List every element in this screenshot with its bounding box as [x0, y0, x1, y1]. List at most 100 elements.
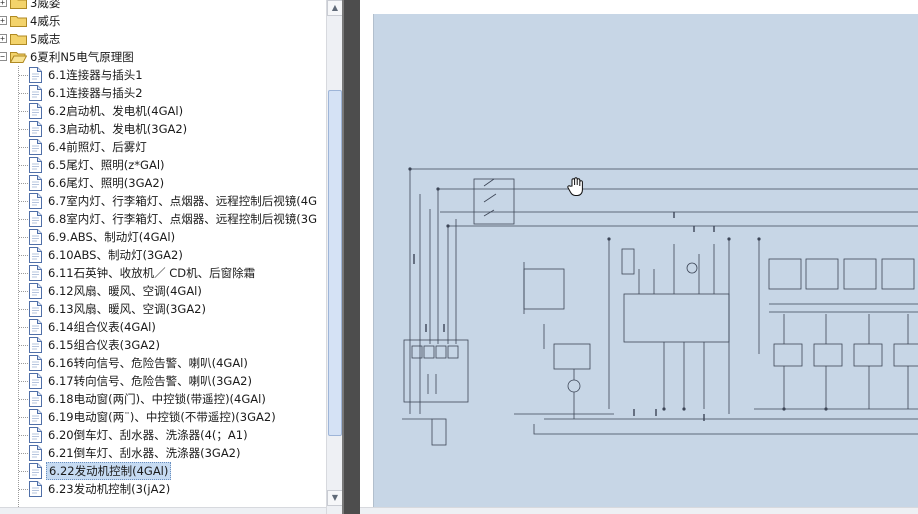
page-icon	[29, 139, 42, 155]
tree-item[interactable]: 6.23发动机控制(3(jA2)	[0, 480, 326, 498]
document-view[interactable]	[360, 0, 918, 514]
tree-item[interactable]: 6.6尾灯、照明(3GA2)	[0, 174, 326, 192]
scroll-up-button[interactable]: ▲	[327, 0, 343, 16]
page-icon	[29, 85, 42, 101]
tree-item[interactable]: 6.12风扇、暖风、空调(4GAl)	[0, 282, 326, 300]
tree-item[interactable]: 6.13风扇、暖风、空调(3GA2)	[0, 300, 326, 318]
tree-item[interactable]: 6.8室内灯、行李箱灯、点烟器、远程控制后视镜(3G	[0, 210, 326, 228]
tree-item[interactable]: 6.21倒车灯、刮水器、洗涤器(3GA2)	[0, 444, 326, 462]
tree-item-label[interactable]: 6.3启动机、发电机(3GA2)	[48, 122, 188, 136]
document-horizontal-scrollbar[interactable]	[360, 507, 918, 514]
scroll-down-button[interactable]: ▼	[327, 490, 343, 506]
schematic-page	[374, 14, 918, 514]
tree-item-label[interactable]: 6.20倒车灯、刮水器、洗涤器(4(；A1)	[48, 428, 248, 442]
tree-item[interactable]: 6.7室内灯、行李箱灯、点烟器、远程控制后视镜(4G	[0, 192, 326, 210]
tree-connector	[19, 93, 28, 94]
tree-item[interactable]: 6.5尾灯、照明(z*GAl)	[0, 156, 326, 174]
tree-item[interactable]: 6.17转向信号、危险告警、喇叭(3GA2)	[0, 372, 326, 390]
tree-connector	[19, 219, 28, 220]
tree-folder-label[interactable]: 3威姿	[30, 0, 61, 10]
tree-connector	[19, 381, 28, 382]
tree-connector	[19, 165, 28, 166]
tree-item[interactable]: 6.1连接器与插头1	[0, 66, 326, 84]
folder-icon	[10, 16, 27, 27]
tree-item-label[interactable]: 6.7室内灯、行李箱灯、点烟器、远程控制后视镜(4G	[48, 194, 318, 208]
tree-item[interactable]: 6.16转向信号、危险告警、喇叭(4GAl)	[0, 354, 326, 372]
tree-item-label[interactable]: 6.9.ABS、制动灯(4GAl)	[48, 230, 176, 244]
pane-splitter[interactable]	[342, 0, 360, 514]
tree-item[interactable]: 6.19电动窗(两¨)、中控锁(不带遥控)(3GA2)	[0, 408, 326, 426]
tree-folder-4[interactable]: + 4威乐	[0, 12, 326, 30]
tree-folder-label[interactable]: 5威志	[30, 32, 61, 46]
tree-item-label[interactable]: 6.11石英钟、收放机／ CD机、后窗除霜	[48, 266, 256, 280]
tree-connector	[19, 453, 28, 454]
tree-item-label[interactable]: 6.12风扇、暖风、空调(4GAl)	[48, 284, 202, 298]
tree-item-label[interactable]: 6.18电动窗(两门)、中控锁(带遥控)(4GAl)	[48, 392, 266, 406]
expand-icon[interactable]: +	[0, 0, 7, 7]
tree-folder-6[interactable]: − 6夏利N5电气原理图	[0, 48, 326, 66]
tree-connector	[19, 327, 28, 328]
page-icon	[29, 103, 42, 119]
tree-item[interactable]: 6.9.ABS、制动灯(4GAl)	[0, 228, 326, 246]
tree-folder-label[interactable]: 4威乐	[30, 14, 61, 28]
tree-item-label[interactable]: 6.4前照灯、后雾灯	[48, 140, 147, 154]
tree-connector	[19, 309, 28, 310]
tree-item[interactable]: 6.11石英钟、收放机／ CD机、后窗除霜	[0, 264, 326, 282]
tree-folder-5[interactable]: + 5威志	[0, 30, 326, 48]
tree-folder-3[interactable]: + 3威姿	[0, 0, 326, 12]
page-icon	[29, 67, 42, 83]
page-icon	[29, 427, 42, 443]
page-icon	[29, 301, 42, 317]
tree-item[interactable]: 6.18电动窗(两门)、中控锁(带遥控)(4GAl)	[0, 390, 326, 408]
folder-icon	[10, 34, 27, 45]
page-icon	[29, 391, 42, 407]
open-folder-icon	[10, 52, 27, 63]
tree-item[interactable]: 6.4前照灯、后雾灯	[0, 138, 326, 156]
tree-item[interactable]: 6.1连接器与插头2	[0, 84, 326, 102]
tree-item[interactable]: 6.10ABS、制动灯(3GA2)	[0, 246, 326, 264]
tree-item-label[interactable]: 6.14组合仪表(4GAl)	[48, 320, 156, 334]
tree-item-label[interactable]: 6.16转向信号、危险告警、喇叭(4GAl)	[48, 356, 248, 370]
tree-item[interactable]: 6.20倒车灯、刮水器、洗涤器(4(；A1)	[0, 426, 326, 444]
tree-item-label[interactable]: 6.21倒车灯、刮水器、洗涤器(3GA2)	[48, 446, 241, 460]
tree-connector	[19, 291, 28, 292]
bookmark-tree: + 3威姿 + 4威乐 + 5威志 − 6夏利N5电气原理图 6.1连接器与插头…	[0, 0, 326, 498]
tree-item-label[interactable]: 6.23发动机控制(3(jA2)	[48, 482, 171, 496]
expand-icon[interactable]: +	[0, 34, 7, 43]
tree-item-label[interactable]: 6.2启动机、发电机(4GAl)	[48, 104, 184, 118]
tree-item-label-selected[interactable]: 6.22发动机控制(4GAl)	[46, 462, 172, 480]
page-icon	[29, 229, 42, 245]
tree-item-label[interactable]: 6.19电动窗(两¨)、中控锁(不带遥控)(3GA2)	[48, 410, 276, 424]
page-icon	[29, 337, 42, 353]
page-icon	[29, 157, 42, 173]
collapse-icon[interactable]: −	[0, 52, 7, 61]
tree-item[interactable]: 6.15组合仪表(3GA2)	[0, 336, 326, 354]
tree-item-label[interactable]: 6.1连接器与插头1	[48, 68, 143, 82]
page-icon	[29, 463, 42, 479]
tree-item-label[interactable]: 6.1连接器与插头2	[48, 86, 143, 100]
expand-icon[interactable]: +	[0, 16, 7, 25]
page-icon	[29, 481, 42, 497]
tree-item[interactable]: 6.22发动机控制(4GAl)	[0, 462, 326, 480]
tree-item-label[interactable]: 6.15组合仪表(3GA2)	[48, 338, 160, 352]
hand-cursor-icon	[567, 177, 583, 196]
page-icon	[29, 211, 42, 227]
scroll-thumb[interactable]	[328, 90, 342, 436]
tree-item-label[interactable]: 6.13风扇、暖风、空调(3GA2)	[48, 302, 206, 316]
page-icon	[29, 247, 42, 263]
tree-item-label[interactable]: 6.8室内灯、行李箱灯、点烟器、远程控制后视镜(3G	[48, 212, 318, 226]
tree-item-label[interactable]: 6.5尾灯、照明(z*GAl)	[48, 158, 165, 172]
tree-item-label[interactable]: 6.6尾灯、照明(3GA2)	[48, 176, 165, 190]
tree-item[interactable]: 6.2启动机、发电机(4GAl)	[0, 102, 326, 120]
tree-folder-label[interactable]: 6夏利N5电气原理图	[30, 50, 134, 64]
tree-item[interactable]: 6.3启动机、发电机(3GA2)	[0, 120, 326, 138]
tree-item-label[interactable]: 6.10ABS、制动灯(3GA2)	[48, 248, 183, 262]
tree-item-label[interactable]: 6.17转向信号、危险告警、喇叭(3GA2)	[48, 374, 252, 388]
page-icon	[29, 283, 42, 299]
tree-item[interactable]: 6.14组合仪表(4GAl)	[0, 318, 326, 336]
page-icon	[29, 265, 42, 281]
tree-horizontal-scrollbar[interactable]	[0, 507, 326, 514]
tree-vertical-scrollbar[interactable]: ▲ ▼	[326, 0, 343, 514]
tree-connector	[19, 345, 28, 346]
tree-connector	[19, 183, 28, 184]
